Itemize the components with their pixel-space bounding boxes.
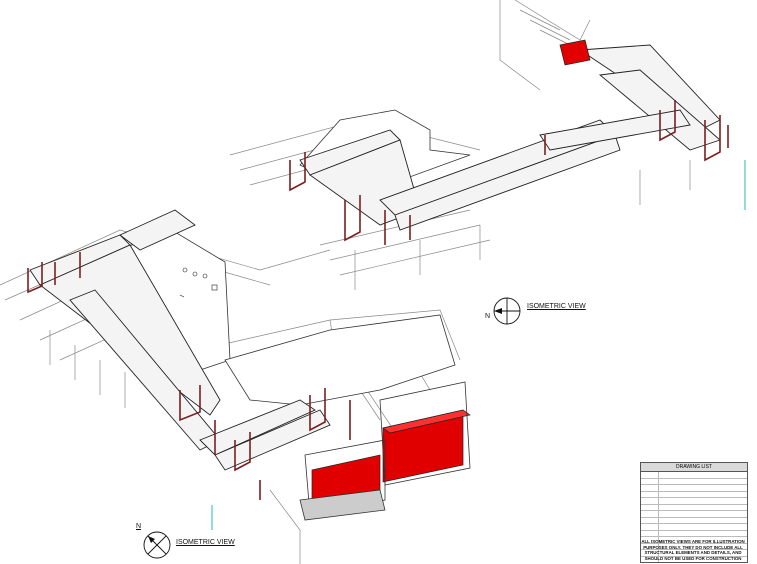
drawing-number (641, 498, 659, 504)
disclaimer-line: STRUCTURAL ELEMENTS AND DETAILS, AND (644, 550, 742, 556)
table-row (641, 537, 747, 544)
table-row (641, 504, 747, 511)
drawing-title (659, 479, 661, 485)
slab-outlines (114, 109, 471, 406)
table-row (641, 498, 747, 505)
compass-rose-icon (143, 531, 171, 559)
table-row (641, 530, 747, 537)
cyan-pipes (211, 160, 746, 530)
red-equipment (311, 39, 591, 509)
drawing-title (659, 485, 661, 491)
compass-letter: N (136, 523, 142, 530)
equipment-frames (299, 381, 471, 521)
compass-rose-icon (493, 297, 521, 325)
drawing-list-title: DRAWING LIST (641, 463, 747, 472)
slab-symbols (179, 267, 218, 298)
drawing-number (641, 491, 659, 497)
conveyor-runs (29, 44, 721, 471)
drawing-title (659, 518, 661, 524)
table-row (641, 550, 747, 557)
view-label: ISOMETRIC VIEW (176, 539, 235, 546)
drawing-number (641, 511, 659, 517)
drawing-title (659, 492, 661, 498)
table-row (641, 511, 747, 518)
drawing-number (641, 543, 659, 549)
view-label: ISOMETRIC VIEW (527, 303, 586, 310)
drawing-number (641, 524, 659, 530)
drawing-title (659, 511, 661, 517)
drawing-number (641, 478, 659, 484)
drawing-number (641, 537, 659, 543)
drawing-title (659, 524, 661, 530)
table-row (641, 491, 747, 498)
drawing-number (641, 517, 659, 523)
drawing-number (641, 485, 659, 491)
drawing-number (641, 530, 659, 536)
drawing-number (641, 504, 659, 510)
drawing-number (641, 472, 659, 478)
drawing-number (641, 556, 659, 562)
steel-frames (27, 100, 729, 500)
table-row (641, 524, 747, 531)
drawing-title (659, 472, 661, 478)
disclaimer-line: ALL ISOMETRIC VIEWS ARE FOR ILLUSTRATION (641, 539, 745, 544)
disclaimer-note: ALL ISOMETRIC VIEWS ARE FOR ILLUSTRATION… (640, 539, 746, 561)
compass-letter: N (485, 313, 491, 320)
drawing-title (659, 505, 661, 511)
table-row (641, 543, 747, 550)
table-row (641, 478, 747, 485)
drawing-title (659, 498, 661, 504)
table-row (641, 517, 747, 524)
drawing-title (659, 531, 661, 537)
table-row (641, 485, 747, 492)
disclaimer-line: PURPOSES ONLY. THEY DO NOT INCLUDE ALL (643, 544, 743, 550)
table-row (641, 472, 747, 479)
table-row (641, 556, 747, 562)
disclaimer-line: SHOULD NOT BE USED FOR CONSTRUCTION (644, 555, 742, 561)
drawing-list-table: DRAWING LIST (640, 462, 748, 563)
drawing-number (641, 550, 659, 556)
